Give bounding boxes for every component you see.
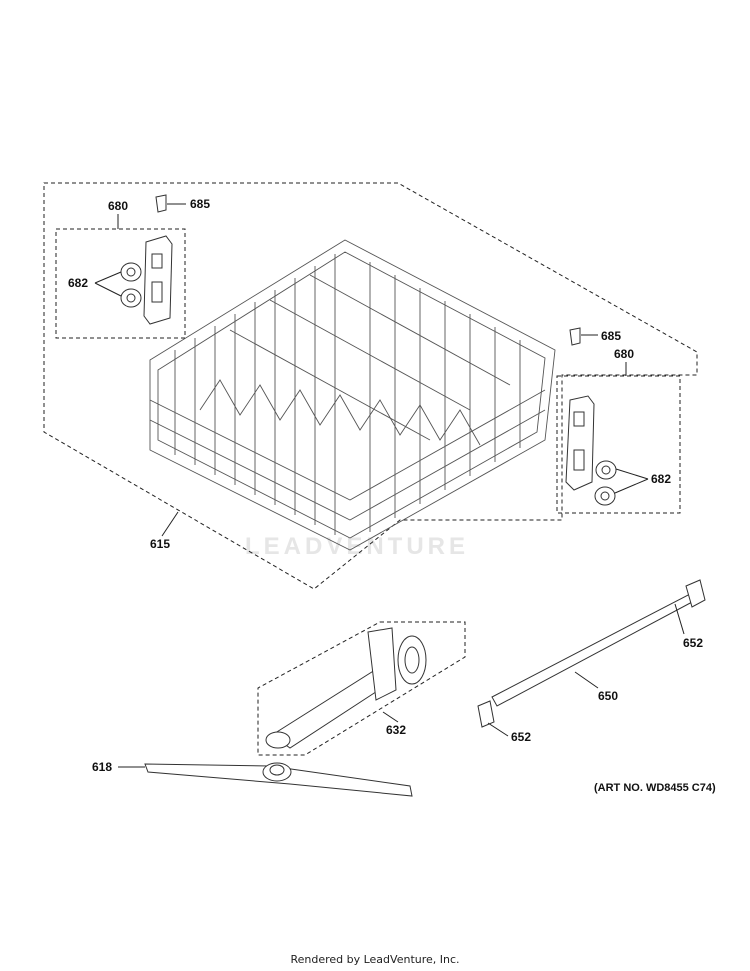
left-lower-wheel[interactable] bbox=[120, 288, 142, 308]
callout-682-left[interactable]: 682 bbox=[68, 276, 88, 290]
callout-618[interactable]: 618 bbox=[92, 760, 112, 774]
callout-680-right[interactable]: 680 bbox=[614, 347, 634, 361]
footer-credit: Rendered by LeadVenture, Inc. bbox=[290, 953, 460, 966]
lower-spray-arm[interactable] bbox=[144, 762, 413, 797]
right-lower-wheel[interactable] bbox=[594, 486, 616, 506]
rail-end-cap-bottom[interactable] bbox=[477, 700, 495, 728]
callout-685-left[interactable]: 685 bbox=[190, 197, 210, 211]
callout-615[interactable]: 615 bbox=[150, 537, 170, 551]
callout-650[interactable]: 650 bbox=[598, 689, 618, 703]
callout-685-right[interactable]: 685 bbox=[601, 329, 621, 343]
upper-rack[interactable] bbox=[149, 239, 556, 551]
callout-652-top[interactable]: 652 bbox=[683, 636, 703, 650]
right-rack-bracket[interactable] bbox=[565, 395, 595, 491]
callout-652-bottom[interactable]: 652 bbox=[511, 730, 531, 744]
callout-632[interactable]: 632 bbox=[386, 723, 406, 737]
left-upper-wheel[interactable] bbox=[120, 262, 142, 282]
spray-arm-manifold[interactable] bbox=[265, 627, 427, 749]
leader-lines bbox=[94, 203, 685, 768]
manifold-assembly-outline bbox=[257, 621, 466, 756]
upper-rack-assembly-outline bbox=[43, 182, 698, 590]
callout-680-left[interactable]: 680 bbox=[108, 199, 128, 213]
right-bracket-kit-outline bbox=[556, 375, 681, 514]
callout-682-right[interactable]: 682 bbox=[651, 472, 671, 486]
art-number: (ART NO. WD8455 C74) bbox=[594, 782, 716, 794]
right-clip[interactable] bbox=[569, 327, 581, 346]
rack-rail[interactable] bbox=[491, 593, 695, 707]
left-rack-bracket[interactable] bbox=[143, 235, 173, 325]
right-upper-wheel[interactable] bbox=[595, 460, 617, 480]
rail-end-cap-top[interactable] bbox=[685, 579, 706, 608]
left-clip[interactable] bbox=[155, 194, 167, 213]
left-bracket-kit-outline bbox=[55, 228, 186, 339]
